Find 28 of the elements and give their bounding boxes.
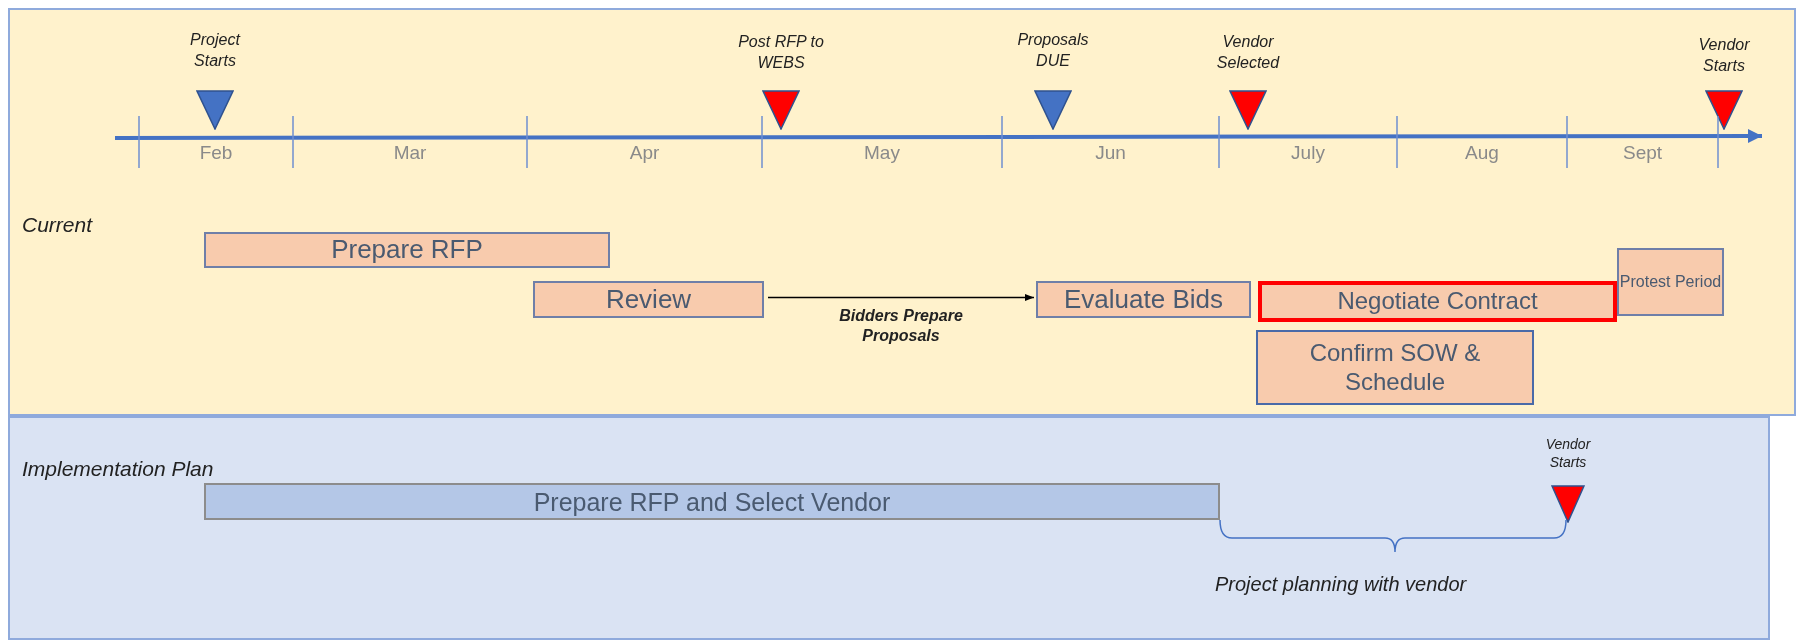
bracket-label: Project planning with vendor xyxy=(1215,572,1467,597)
month-label: Feb xyxy=(198,142,234,164)
milestone-label: Project Starts xyxy=(189,30,242,71)
milestone-label: Vendor Starts xyxy=(1697,35,1751,76)
month-label: July xyxy=(1290,142,1326,164)
task-bar: Evaluate Bids xyxy=(1036,281,1251,318)
task-bar: Protest Period xyxy=(1617,248,1724,316)
row-heading: Current xyxy=(22,212,94,238)
milestone-label: Vendor Selected xyxy=(1215,32,1281,73)
timeline-panel xyxy=(8,416,1770,640)
task-bar: Prepare RFP and Select Vendor xyxy=(204,483,1220,520)
edge-label: Bidders Prepare Proposals xyxy=(838,305,964,347)
timeline-panel xyxy=(8,8,1796,416)
arrow xyxy=(767,293,1035,302)
milestone-label: Proposals DUE xyxy=(1016,30,1090,71)
month-label: Jun xyxy=(1094,142,1127,164)
task-bar: Negotiate Contract xyxy=(1258,281,1617,322)
month-label: Apr xyxy=(628,142,661,164)
task-bar: Confirm SOW & Schedule xyxy=(1256,330,1534,405)
month-label: Mar xyxy=(392,142,428,164)
task-bar: Review xyxy=(533,281,764,318)
row-heading: Implementation Plan xyxy=(22,456,215,482)
month-label: Sept xyxy=(1621,142,1664,164)
milestone-label: Post RFP to WEBS xyxy=(738,32,824,73)
task-bar: Prepare RFP xyxy=(204,232,610,268)
milestone-label: Vendor Starts xyxy=(1544,435,1592,472)
month-label: Aug xyxy=(1464,142,1500,164)
month-label: May xyxy=(863,142,901,164)
